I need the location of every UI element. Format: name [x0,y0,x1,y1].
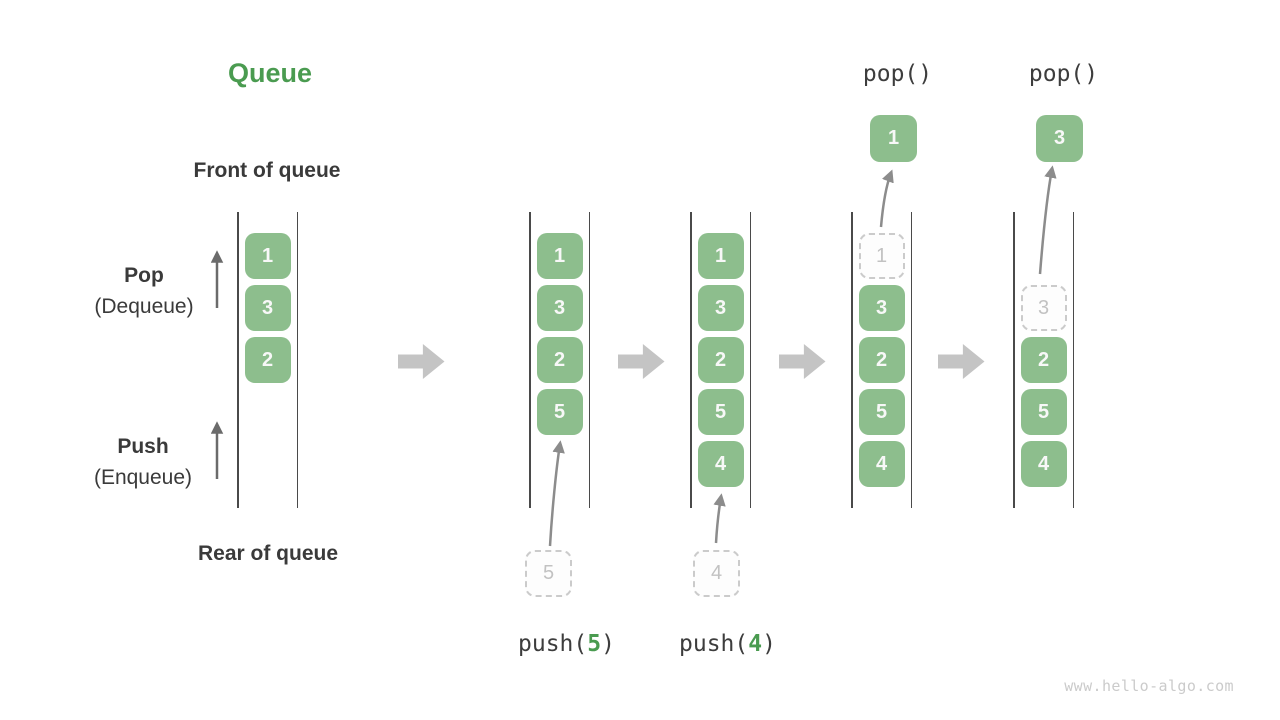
queue-item-box: 3 [697,285,744,331]
queue-item-box: 5 [536,389,583,435]
queue-wall-line [1013,212,1015,508]
queue-item-box: 4 [1020,441,1067,487]
staged-item-box: 5 [525,550,572,597]
queue-item-box: 4 [697,441,744,487]
queue-wall-line [749,212,751,508]
queue-wall-line [529,212,531,508]
push-arg: 5 [587,631,602,657]
staged-item-box: 4 [693,550,740,597]
queue-item-box: 4 [858,441,905,487]
queue-item-box: 2 [697,337,744,383]
push-fn-close: ) [601,631,615,657]
push-direction-title: Push [117,435,169,458]
queue-item-box: 5 [697,389,744,435]
queue-item-box: 2 [244,337,291,383]
queue-item-box: 3 [244,285,291,331]
popped-item-box: 1 [870,115,917,162]
queue-wall-line [1072,212,1074,508]
push-fn-open: push( [679,631,749,657]
queue-item-box: 1 [244,233,291,279]
queue-item-box: 3 [536,285,583,331]
queue-item-box: 2 [536,337,583,383]
push-operation-label: push(4) [679,631,776,657]
queue-wall-line [690,212,692,508]
step-arrow-icon [397,344,445,379]
queue-item-box: 5 [858,389,905,435]
pop-operation-label: pop() [862,61,933,87]
popped-item-placeholder: 1 [858,233,905,279]
pop-direction-subtitle: (Dequeue) [94,295,194,318]
push-direction-group: Push (Enqueue) [33,431,253,493]
step-arrow-icon [617,344,665,379]
queue-wall-line [588,212,590,508]
step-arrow-icon [937,344,985,379]
rear-of-queue-label: Rear of queue [197,542,339,565]
queue-item-box: 2 [858,337,905,383]
pop-operation-arrow-icon [1038,165,1057,275]
queue-wall-line [851,212,853,508]
pop-direction-title: Pop [124,264,164,287]
queue-item-box: 3 [858,285,905,331]
diagram-title: Queue [228,58,313,88]
queue-wall-line [910,212,912,508]
push-operation-arrow-icon [548,440,565,547]
pop-operation-arrow-icon [879,169,894,228]
queue-item-box: 2 [1020,337,1067,383]
queue-wall-line [237,212,239,508]
queue-item-box: 1 [536,233,583,279]
push-arg: 4 [748,631,763,657]
watermark: www.hello-algo.com [1064,677,1234,695]
pop-direction-group: Pop (Dequeue) [34,260,254,322]
front-of-queue-label: Front of queue [193,159,341,182]
push-fn-close: ) [762,631,776,657]
popped-item-box: 3 [1036,115,1083,162]
popped-item-placeholder: 3 [1020,285,1067,331]
push-direction-subtitle: (Enqueue) [93,466,193,489]
push-fn-open: push( [518,631,588,657]
queue-wall-line [296,212,298,508]
push-operation-label: push(5) [518,631,615,657]
push-operation-arrow-icon [713,493,726,544]
queue-item-box: 5 [1020,389,1067,435]
pop-operation-label: pop() [1028,61,1099,87]
step-arrow-icon [778,344,826,379]
queue-item-box: 1 [697,233,744,279]
